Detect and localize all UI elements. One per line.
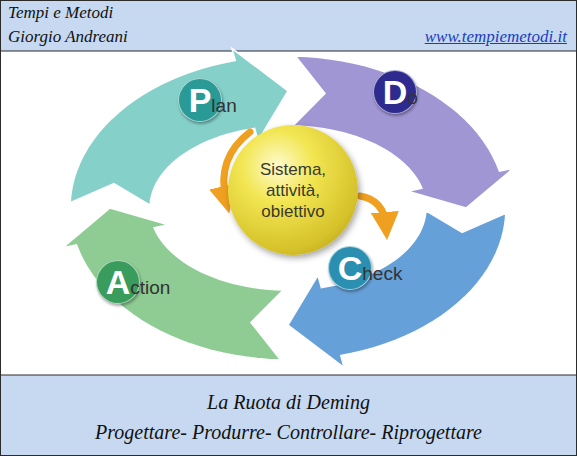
cycle-arrow [360,196,386,226]
phase-label: Check [328,246,402,290]
center-text: Sistema, attività, obiettivo [241,159,345,222]
phase-name: Check [328,246,402,296]
phase-label: Do [373,70,418,114]
subtitle: Progettare- Produrre- Controllare- Ripro… [0,421,577,444]
header-text: Giorgio Andreani [8,27,128,47]
pdca-wheel [63,48,514,367]
picture-panel [0,51,577,375]
website-link: www.tempiemetodi.it [425,27,567,47]
phase-label: Action [96,260,170,304]
phase-label: Plan [178,78,237,122]
phase-name: Plan [178,78,237,128]
header-text: Tempi e Metodi [8,3,113,23]
center-sphere: Sistema, attività, obiettivo [228,125,358,255]
phase-name: Do [373,70,418,120]
phase-name: Action [96,260,170,310]
caption: La Ruota di Deming [0,391,577,414]
